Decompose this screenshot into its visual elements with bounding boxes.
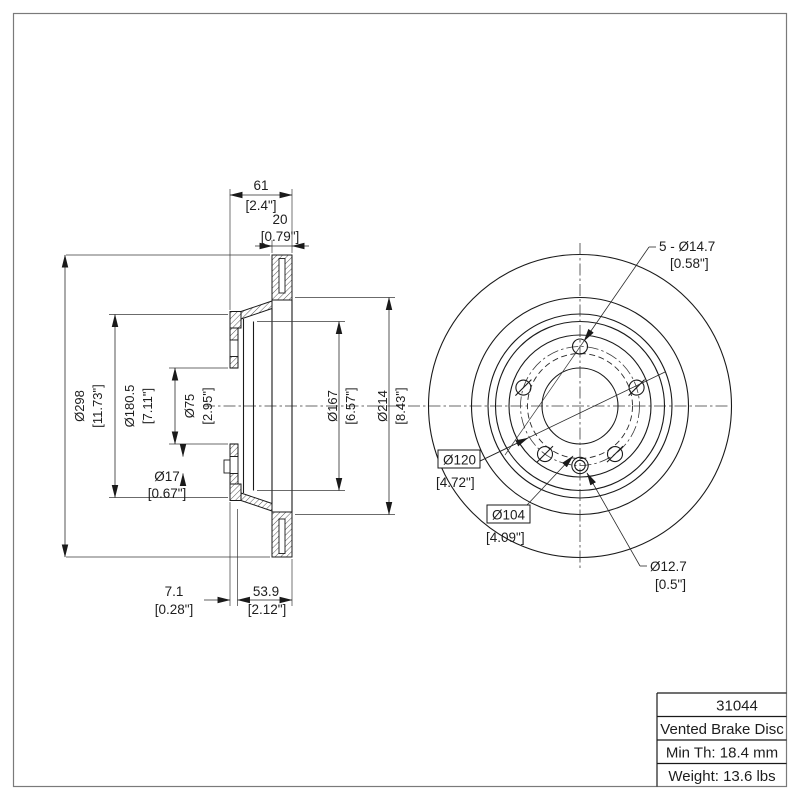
lug-hole <box>536 446 554 463</box>
bolt-circle-label-box <box>437 449 481 469</box>
dim-bolt-circle-mm: Ø120 <box>443 453 476 468</box>
front-view <box>427 243 733 570</box>
bolt-hole-section-bottom <box>229 456 239 474</box>
front-view-dimensions: 5 - Ø14.7 [0.58"] Ø120 [4.72"] Ø104 [4.0… <box>436 239 715 592</box>
dim-hat-diameter-in: [7.11"] <box>140 388 155 424</box>
dim-outer-diameter-in: [11.73"] <box>90 384 105 427</box>
dim-bolt-hole-in: [0.67"] <box>148 486 187 501</box>
lug-hole <box>628 379 645 396</box>
dim-pilot-mm: Ø104 <box>492 508 526 523</box>
vane-slot-bottom <box>278 518 286 554</box>
dim-pilot-in: [4.09"] <box>486 530 525 545</box>
weight: Weight: 13.6 lbs <box>668 768 775 785</box>
part-number: 31044 <box>716 698 758 715</box>
dim-centerbore-in: [2.95"] <box>200 387 215 424</box>
dim-lug-holes-mm: 5 - Ø14.7 <box>659 239 715 254</box>
dim-inner-friction-mm: Ø167 <box>325 390 340 422</box>
lug-hole <box>571 338 589 355</box>
dim-friction-outer-mm: Ø214 <box>375 390 390 422</box>
dim-outer-diameter-mm: Ø298 <box>72 390 87 422</box>
dim-lug-holes-in: [0.58"] <box>670 256 709 271</box>
title-block: 31044 Vented Brake Disc Min Th: 18.4 mm … <box>656 692 787 787</box>
dim-total-width-mm: 61 <box>253 178 268 193</box>
page-border <box>12 12 788 788</box>
section-dimensions: Ø298 [11.73"] Ø180.5 [7.11"] Ø75 [2.95"]… <box>61 178 408 617</box>
dim-total-width-in: [2.4"] <box>245 198 276 213</box>
vane-slot-top <box>278 258 286 294</box>
dim-centerbore-mm: Ø75 <box>182 394 197 419</box>
min-thickness: Min Th: 18.4 mm <box>666 745 778 762</box>
dim-bolt-circle-in: [4.72"] <box>436 475 475 490</box>
dim-friction-outer-in: [8.43"] <box>393 387 408 424</box>
dim-hat-diameter-mm: Ø180.5 <box>122 385 137 428</box>
dim-bolt-hole-mm: Ø17 <box>154 469 180 484</box>
bolt-hole-section-top <box>229 339 239 357</box>
lug-hole <box>515 379 532 396</box>
hat-band-top <box>240 300 273 320</box>
dim-hat-depth-mm: 7.1 <box>165 584 184 599</box>
section-view <box>223 254 293 558</box>
dim-set-screw-mm: Ø12.7 <box>650 559 687 574</box>
dim-mount-offset-in: [2.12"] <box>248 602 287 617</box>
set-screw-counterbore <box>223 459 231 474</box>
hat-band-bottom <box>240 492 273 512</box>
dim-disc-thickness-in: [0.79"] <box>261 229 300 244</box>
dim-set-screw-in: [0.5"] <box>655 577 686 592</box>
dim-hat-depth-in: [0.28"] <box>155 602 194 617</box>
dim-inner-friction-in: [6.57"] <box>343 387 358 424</box>
dim-disc-thickness-mm: 20 <box>272 212 287 227</box>
lug-hole <box>606 446 624 463</box>
product-type: Vented Brake Disc <box>660 721 784 738</box>
set-screw-hole <box>574 459 586 472</box>
dim-mount-offset-mm: 53.9 <box>253 584 279 599</box>
pilot-label-box <box>486 504 531 524</box>
